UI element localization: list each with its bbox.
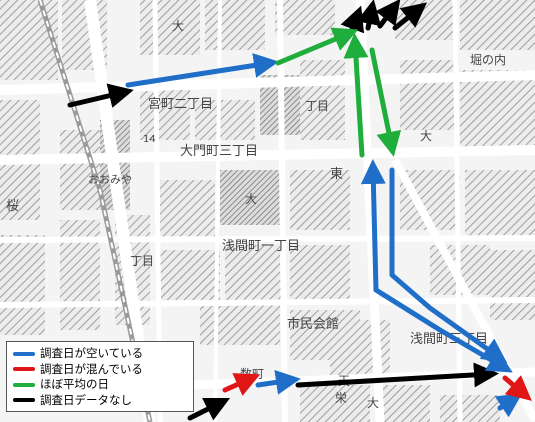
- legend-item-congested: 調査日が混んでいる: [13, 362, 187, 378]
- label-shimin-kaikan: 市民会館: [287, 316, 339, 332]
- arrow-congested-2: [502, 375, 532, 401]
- label-miyacho-2: 宮町二丁目: [148, 96, 213, 112]
- label-dai-3: 大: [420, 129, 432, 143]
- label-chome-2: 丁目: [130, 254, 154, 268]
- legend-item-vacant: 調査日が空いている: [13, 346, 187, 362]
- traffic-arrows: [67, 0, 532, 421]
- legend-swatch-blue: [13, 351, 35, 356]
- label-chome-1: 丁目: [305, 99, 329, 113]
- label-14: 14: [143, 134, 156, 145]
- legend-item-no-data: 調査日データなし: [13, 393, 187, 409]
- arrow-vacant-4: [373, 287, 513, 373]
- arrow-average-2: [369, 47, 402, 157]
- label-sakura: 桜: [6, 199, 19, 214]
- arrow-vacant-5: [255, 369, 301, 395]
- legend-swatch-red: [13, 367, 35, 372]
- legend-label: 調査日が空いている: [40, 346, 144, 361]
- arrow-vacant-3: [389, 167, 508, 364]
- label-dai-4: 大: [367, 396, 379, 410]
- legend-swatch-green: [13, 382, 35, 387]
- arrow-average-3: [343, 33, 369, 158]
- arrow-vacant-1: [125, 53, 279, 88]
- label-dai-1: 大: [172, 19, 184, 33]
- arrow-congested-1: [222, 373, 261, 396]
- legend-label: 調査日が混んでいる: [40, 361, 143, 376]
- arrow-no-data-3: [356, 0, 382, 31]
- label-sengen-1: 浅間町一丁目: [222, 239, 300, 254]
- arrow-no-data-5: [392, 2, 428, 31]
- label-omiya: おおみや: [88, 173, 132, 186]
- arrow-no-data-1: [67, 83, 134, 108]
- label-dai-2: 大: [245, 192, 257, 206]
- label-daimon-3: 大門町三丁目: [180, 144, 258, 159]
- label-higashi: 東: [330, 166, 343, 182]
- arrow-no-data-6: [295, 362, 499, 388]
- map-legend: 調査日が空いている 調査日が混んでいる ほぼ平均の日 調査日データなし: [6, 341, 194, 412]
- legend-label: 調査日データなし: [40, 392, 132, 407]
- legend-item-average: ほぼ平均の日: [13, 377, 187, 393]
- arrow-vacant-2: [360, 159, 386, 293]
- arrow-no-data-4: [375, 0, 401, 29]
- arrow-no-data-7: [187, 397, 231, 421]
- legend-label: ほぼ平均の日: [40, 377, 109, 392]
- arrow-average-1: [275, 27, 359, 66]
- label-sakae: 栄: [335, 391, 347, 405]
- legend-swatch-black: [13, 398, 35, 403]
- label-hori-no-uchi: 堀の内: [470, 52, 506, 67]
